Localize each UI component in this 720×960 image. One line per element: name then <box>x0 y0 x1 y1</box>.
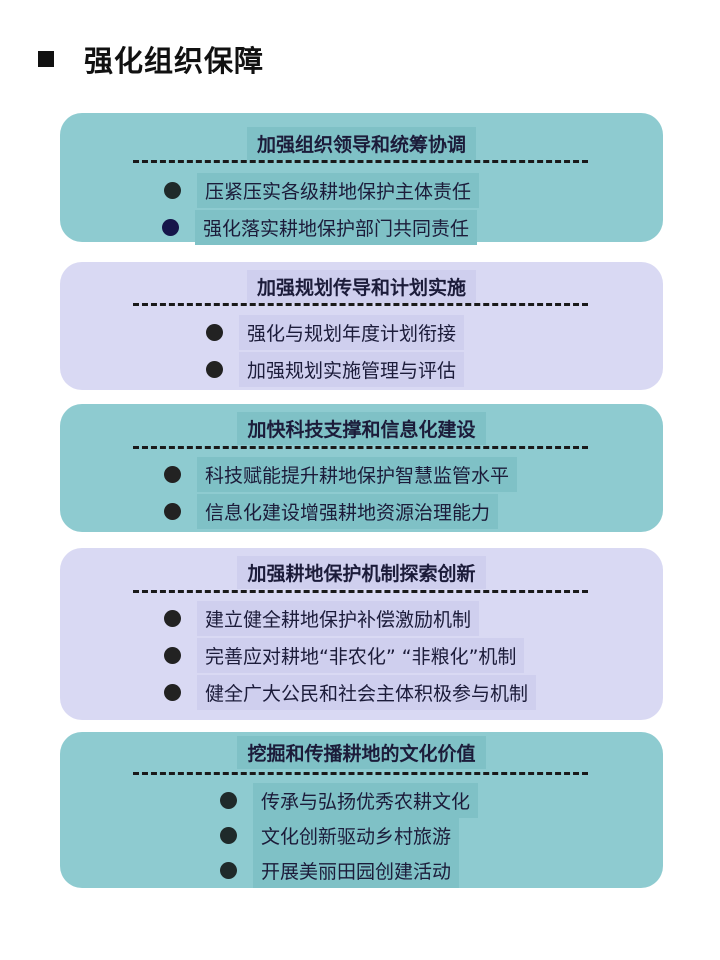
bullet-icon <box>220 827 237 844</box>
bullet-icon <box>206 324 223 341</box>
item-label: 传承与弘扬优秀农耕文化 <box>253 783 479 818</box>
dashed-divider <box>133 446 588 449</box>
square-bullet-icon <box>38 51 54 67</box>
bullet-icon <box>220 792 237 809</box>
list-item: 传承与弘扬优秀农耕文化 <box>220 783 479 818</box>
list-item: 文化创新驱动乡村旅游 <box>220 818 460 853</box>
dashed-divider <box>133 772 588 775</box>
section-title: 挖掘和传播耕地的文化价值 <box>237 736 486 769</box>
bullet-icon <box>164 182 181 199</box>
item-label: 加强规划实施管理与评估 <box>239 352 465 387</box>
list-item: 开展美丽田园创建活动 <box>220 853 460 888</box>
list-item: 信息化建设增强耕地资源治理能力 <box>164 494 499 529</box>
list-item: 强化落实耕地保护部门共同责任 <box>162 210 478 245</box>
list-item: 科技赋能提升耕地保护智慧监管水平 <box>164 457 518 492</box>
list-item: 健全广大公民和社会主体积极参与机制 <box>164 675 537 710</box>
section-box-3: 加快科技支撑和信息化建设 科技赋能提升耕地保护智慧监管水平 信息化建设增强耕地资… <box>60 404 663 532</box>
bullet-icon <box>162 219 179 236</box>
dashed-divider <box>133 590 588 593</box>
item-label: 信息化建设增强耕地资源治理能力 <box>197 494 499 529</box>
section-box-4: 加强耕地保护机制探索创新 建立健全耕地保护补偿激励机制 完善应对耕地“非农化” … <box>60 548 663 720</box>
section-title: 加强规划传导和计划实施 <box>246 270 476 303</box>
section-box-2: 加强规划传导和计划实施 强化与规划年度计划衔接 加强规划实施管理与评估 <box>60 262 663 390</box>
bullet-icon <box>164 684 181 701</box>
item-label: 科技赋能提升耕地保护智慧监管水平 <box>197 457 518 492</box>
section-box-5: 挖掘和传播耕地的文化价值 传承与弘扬优秀农耕文化 文化创新驱动乡村旅游 开展美丽… <box>60 732 663 888</box>
list-item: 完善应对耕地“非农化” “非粮化”机制 <box>164 638 525 673</box>
section-title: 加强耕地保护机制探索创新 <box>237 556 486 589</box>
list-item: 强化与规划年度计划衔接 <box>206 315 465 350</box>
section-title: 加快科技支撑和信息化建设 <box>237 412 486 445</box>
list-item: 建立健全耕地保护补偿激励机制 <box>164 601 480 636</box>
bullet-icon <box>220 862 237 879</box>
item-label: 健全广大公民和社会主体积极参与机制 <box>197 675 537 710</box>
item-label: 开展美丽田园创建活动 <box>253 853 460 888</box>
heading-text: 强化组织保障 <box>84 44 265 78</box>
bullet-icon <box>164 466 181 483</box>
bullet-icon <box>164 610 181 627</box>
section-heading: 强化组织保障 <box>38 38 264 80</box>
item-label: 强化落实耕地保护部门共同责任 <box>195 210 478 245</box>
bullet-icon <box>164 503 181 520</box>
list-item: 压紧压实各级耕地保护主体责任 <box>164 173 480 208</box>
item-label: 建立健全耕地保护补偿激励机制 <box>197 601 480 636</box>
list-item: 加强规划实施管理与评估 <box>206 352 465 387</box>
dashed-divider <box>133 160 588 163</box>
dashed-divider <box>133 303 588 306</box>
item-label: 完善应对耕地“非农化” “非粮化”机制 <box>197 638 525 673</box>
item-label: 强化与规划年度计划衔接 <box>239 315 465 350</box>
item-label: 文化创新驱动乡村旅游 <box>253 818 460 853</box>
section-box-1: 加强组织领导和统筹协调 压紧压实各级耕地保护主体责任 强化落实耕地保护部门共同责… <box>60 113 663 245</box>
section-title: 加强组织领导和统筹协调 <box>246 127 476 160</box>
item-label: 压紧压实各级耕地保护主体责任 <box>197 173 480 208</box>
bullet-icon <box>164 647 181 664</box>
bullet-icon <box>206 361 223 378</box>
